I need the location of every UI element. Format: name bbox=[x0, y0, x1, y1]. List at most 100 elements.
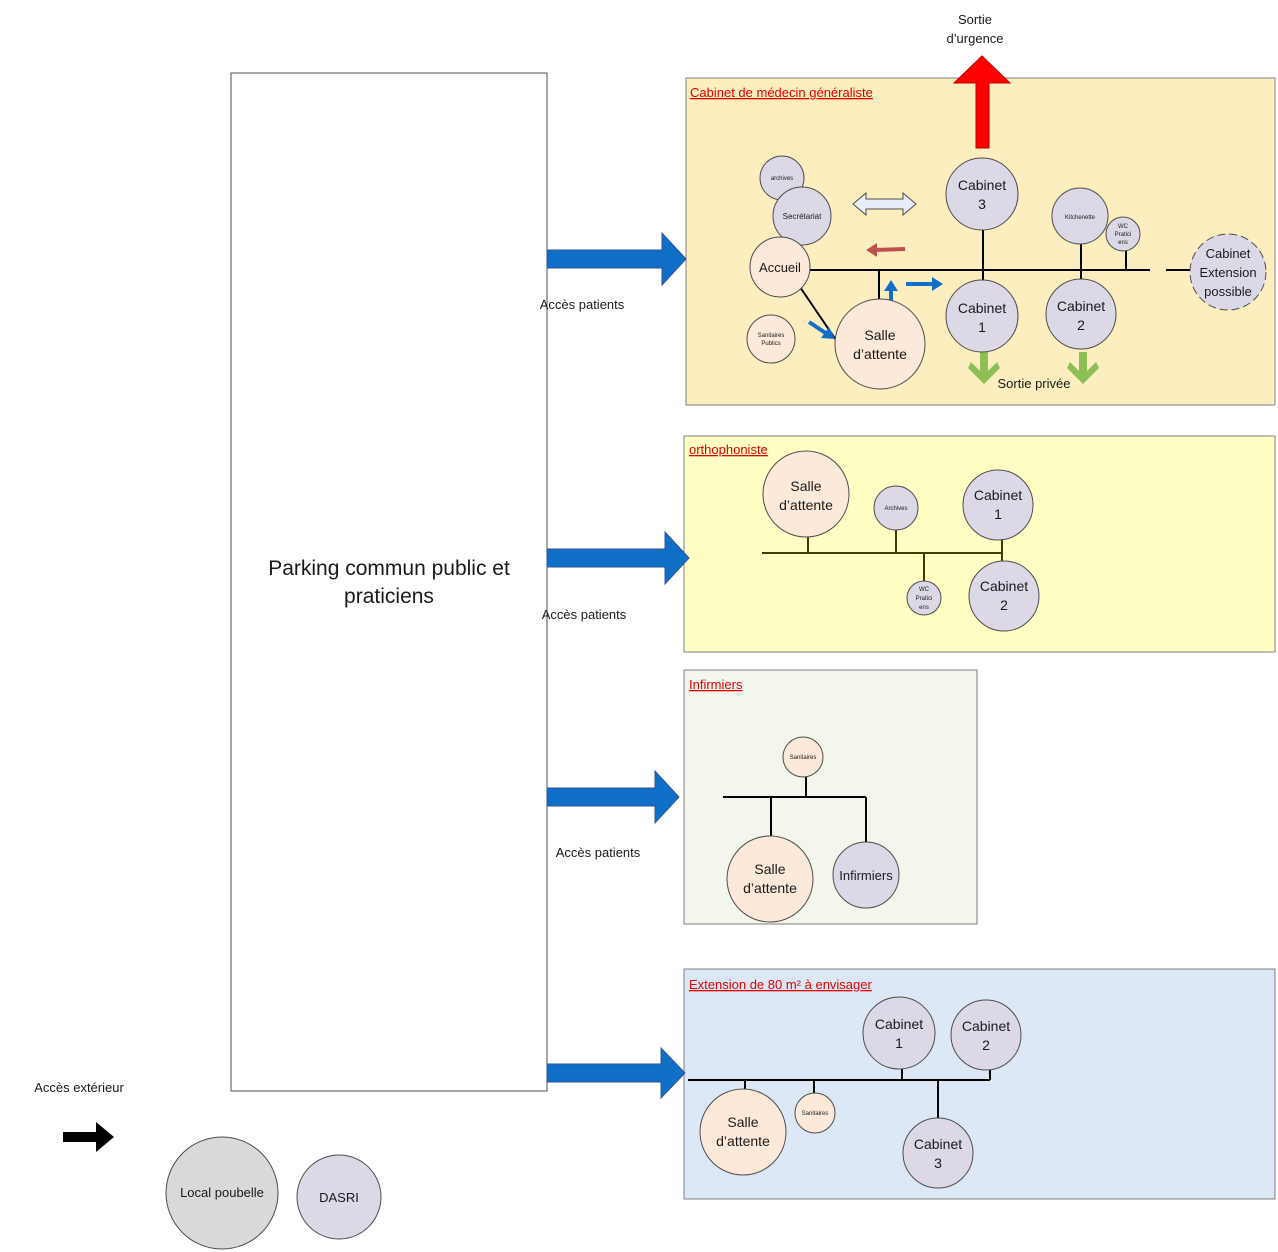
ext-cabinet1-label-1: Cabinet bbox=[875, 1016, 923, 1032]
generaliste-blue-arrow-diag bbox=[807, 320, 829, 336]
kitchenette-node bbox=[1051, 187, 1109, 245]
orthophoniste-title: orthophoniste bbox=[689, 442, 768, 457]
ext-sanitaires-label: Sanitaires bbox=[802, 1111, 829, 1117]
cabinet3-label-2: 3 bbox=[978, 196, 986, 212]
inf-salle-attente-label-2: d’attente bbox=[743, 880, 797, 896]
cabinet1-label-1: Cabinet bbox=[958, 300, 1006, 316]
ortho-wc-node bbox=[906, 580, 942, 616]
local-poubelle-label: Local poubelle bbox=[180, 1185, 264, 1200]
ortho-archives-label: Archives bbox=[884, 506, 907, 512]
generaliste-title: Cabinet de médecin généraliste bbox=[690, 85, 873, 100]
ext-salle-attente-label-1: Salle bbox=[727, 1114, 758, 1130]
emergency-label-line1: Sortie bbox=[958, 12, 992, 27]
archives-label: archives bbox=[771, 176, 793, 182]
ext-cabinet2-node bbox=[950, 999, 1022, 1071]
dasri-label: DASRI bbox=[319, 1190, 359, 1205]
secretariat-node bbox=[772, 186, 832, 246]
ortho-cabinet1-label-2: 1 bbox=[994, 506, 1002, 522]
inf-infirmiers-label: Infirmiers bbox=[839, 868, 893, 883]
parking-label-line2: praticiens bbox=[344, 585, 434, 608]
access-label-2: Accès patients bbox=[542, 607, 627, 622]
access-arrow-generaliste bbox=[546, 231, 687, 287]
ext-cabinet1-node bbox=[862, 996, 936, 1070]
ext-cabinet3-label-2: 3 bbox=[934, 1155, 942, 1171]
ortho-wc-label-3: ens bbox=[919, 605, 929, 611]
cabinet-extension-label-2: Extension bbox=[1199, 265, 1256, 280]
ortho-salle-attente-label-1: Salle bbox=[790, 478, 821, 494]
kitchenette-label: Kitchenette bbox=[1065, 215, 1096, 221]
ext-cabinet3-label-1: Cabinet bbox=[914, 1136, 962, 1152]
cabinet2-label-2: 2 bbox=[1077, 317, 1085, 333]
wc-praticiens-label-2: Pratici bbox=[1115, 232, 1132, 238]
ext-salle-attente-label-2: d’attente bbox=[716, 1133, 770, 1149]
access-arrow-infirmiers bbox=[546, 769, 680, 825]
ortho-cabinet1-label-1: Cabinet bbox=[974, 487, 1022, 503]
ext-salle-attente-node bbox=[699, 1088, 787, 1176]
inf-sanitaires-node bbox=[782, 736, 824, 778]
generaliste-blue-arrow-diag-head bbox=[821, 327, 835, 339]
emergency-label-line2: d’urgence bbox=[946, 31, 1003, 46]
cabinet3-label-1: Cabinet bbox=[958, 177, 1006, 193]
wc-praticiens-label-3: ens bbox=[1118, 240, 1128, 246]
ext-cabinet2-label-1: Cabinet bbox=[962, 1018, 1010, 1034]
ext-cabinet3-node bbox=[902, 1117, 974, 1189]
dasri-node bbox=[296, 1154, 382, 1240]
generaliste-red-arrow-head bbox=[866, 243, 877, 257]
generaliste-blue-arrow-right-head bbox=[932, 277, 943, 291]
ortho-cabinet2-label-1: Cabinet bbox=[980, 578, 1028, 594]
infirmiers-connectors bbox=[723, 772, 867, 844]
parking-label-line1: Parking commun public et bbox=[268, 557, 510, 580]
salle-attente-node bbox=[834, 298, 926, 390]
private-exit-arrow-2 bbox=[1067, 352, 1099, 384]
ortho-archives-node bbox=[873, 485, 919, 531]
cabinet1-node bbox=[945, 279, 1019, 353]
sortie-privee-label: Sortie privée bbox=[998, 376, 1071, 391]
generaliste-red-arrow bbox=[873, 247, 906, 252]
ext-sanitaires-node bbox=[794, 1092, 836, 1134]
salle-attente-label-2: d’attente bbox=[853, 346, 907, 362]
cabinet-extension-label-1: Cabinet bbox=[1206, 246, 1251, 261]
secretariat-label: Secrétariat bbox=[783, 212, 822, 221]
private-exit-arrow-1 bbox=[968, 352, 1000, 384]
access-label-3: Accès patients bbox=[556, 845, 641, 860]
ortho-cabinet2-label-2: 2 bbox=[1000, 597, 1008, 613]
access-exterieur-label: Accès extérieur bbox=[34, 1080, 124, 1095]
ortho-salle-attente-label-2: d’attente bbox=[779, 497, 833, 513]
extension-title: Extension de 80 m² à envisager bbox=[689, 977, 872, 992]
wc-praticiens-label-1: WC bbox=[1118, 224, 1129, 230]
access-exterieur-arrow bbox=[63, 1122, 114, 1152]
access-label-1: Accès patients bbox=[540, 297, 625, 312]
salle-attente-label-1: Salle bbox=[864, 327, 895, 343]
generaliste-blue-arrow-up-head bbox=[884, 280, 898, 291]
access-arrow-orthophoniste bbox=[546, 530, 690, 586]
accueil-node bbox=[749, 236, 811, 298]
ortho-cabinet2-node bbox=[968, 560, 1040, 632]
ortho-wc-label-2: Pratici bbox=[916, 596, 933, 602]
generaliste-double-arrow bbox=[852, 191, 917, 217]
wc-praticiens-node bbox=[1105, 216, 1141, 252]
cabinet-extension-node bbox=[1189, 233, 1267, 311]
ortho-wc-label-1: WC bbox=[919, 587, 930, 593]
emergency-exit-arrow bbox=[952, 55, 1012, 149]
ext-cabinet2-label-2: 2 bbox=[982, 1037, 990, 1053]
sanitaires-publics-label-1: Sanitaires bbox=[758, 333, 785, 339]
infirmiers-title: Infirmiers bbox=[689, 677, 743, 692]
orthophoniste-connectors bbox=[762, 530, 1003, 583]
parking-area bbox=[230, 72, 548, 1092]
sanitaires-publics-node bbox=[746, 314, 796, 364]
inf-salle-attente-node bbox=[726, 835, 814, 923]
ortho-salle-attente-node bbox=[762, 450, 850, 538]
local-poubelle-node bbox=[165, 1136, 279, 1250]
inf-infirmiers-node bbox=[832, 841, 900, 909]
cabinet1-label-2: 1 bbox=[978, 319, 986, 335]
access-arrow-extension bbox=[546, 1046, 686, 1100]
cabinet2-label-1: Cabinet bbox=[1057, 298, 1105, 314]
inf-sanitaires-label: Sanitaires bbox=[790, 755, 817, 761]
cabinet-extension-label-3: possible bbox=[1204, 284, 1252, 299]
sanitaires-publics-label-2: Publics bbox=[761, 341, 780, 347]
cabinet3-node bbox=[945, 157, 1019, 231]
ext-cabinet1-label-2: 1 bbox=[895, 1035, 903, 1051]
accueil-label: Accueil bbox=[759, 260, 801, 275]
inf-salle-attente-label-1: Salle bbox=[754, 861, 785, 877]
